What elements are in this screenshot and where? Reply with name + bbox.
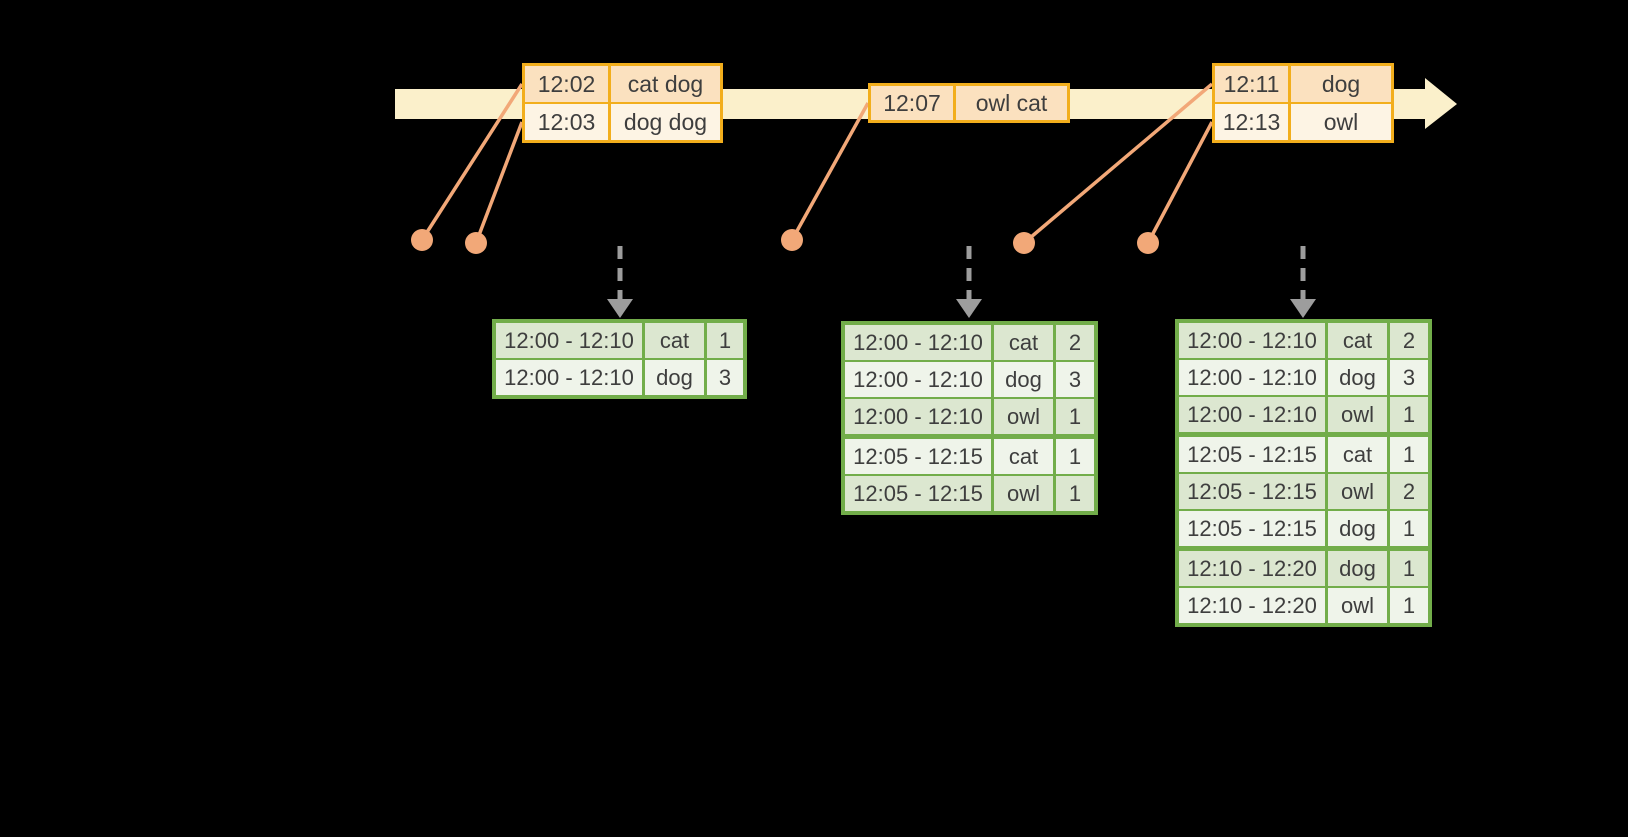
result-window-cell: 12:00 - 12:10: [1187, 365, 1317, 390]
event-row: 12:02 cat dog: [525, 66, 720, 102]
result-word-cell: dog: [1325, 511, 1387, 546]
trigger-arrowheads: [607, 299, 1316, 318]
result-count-cell: 2: [1387, 474, 1428, 509]
event-words-cell: dog dog: [608, 104, 720, 140]
event-words-cell: dog: [1288, 66, 1391, 102]
event-row: 12:03 dog dog: [525, 102, 720, 140]
result-window-cell: 12:00 - 12:10: [853, 367, 983, 392]
event-connector-lines: [420, 82, 1214, 245]
result-count-cell: 1: [704, 323, 743, 358]
result-word-cell: owl: [1325, 397, 1387, 432]
result-word-cell: owl: [1325, 474, 1387, 509]
result-word-cell: dog: [1325, 360, 1387, 395]
result-window-cell: 12:00 - 12:10: [853, 330, 983, 355]
event-time-cell: 12:13: [1222, 109, 1281, 135]
result-word-cell: cat: [1325, 437, 1387, 472]
connector-line-1213: [1146, 121, 1214, 244]
result-window-cell: 12:05 - 12:15: [1187, 442, 1317, 467]
event-row: 12:13 owl: [1215, 102, 1391, 140]
result-count-cell: 3: [1387, 360, 1428, 395]
result-count-cell: 1: [1387, 551, 1428, 586]
result-word-cell: cat: [642, 323, 704, 358]
result-word-cell: dog: [991, 362, 1053, 397]
event-row: 12:11 dog: [1215, 66, 1391, 102]
result-count-cell: 2: [1387, 323, 1428, 358]
result-word-cell: dog: [1325, 551, 1387, 586]
result-count-cell: 1: [1387, 397, 1428, 432]
result-count-cell: 1: [1387, 511, 1428, 546]
event-time-cell: 12:07: [883, 90, 941, 116]
result-word-cell: owl: [991, 476, 1053, 511]
result-count-cell: 2: [1053, 325, 1094, 360]
result-count-cell: 1: [1053, 476, 1094, 511]
event-dots: [411, 229, 1159, 254]
event-time-cell: 12:11: [1223, 71, 1280, 97]
result-word-cell: owl: [1325, 588, 1387, 623]
result-window-cell: 12:10 - 12:20: [1187, 593, 1317, 618]
event-words-cell: cat dog: [608, 66, 720, 102]
result-count-cell: 1: [1387, 437, 1428, 472]
event-words-cell: owl: [1288, 104, 1391, 140]
result-word-cell: cat: [1325, 323, 1387, 358]
result-window-cell: 12:05 - 12:15: [853, 444, 983, 469]
result-count-cell: 3: [1053, 362, 1094, 397]
result-word-cell: owl: [991, 399, 1053, 434]
result-word-cell: dog: [642, 360, 704, 395]
result-word-cell: cat: [991, 325, 1053, 360]
event-dot-1202-icon: [411, 229, 433, 251]
trigger-arrowhead-1-icon: [607, 299, 633, 318]
connector-line-1207: [790, 102, 870, 241]
result-count-cell: 1: [1387, 588, 1428, 623]
event-dot-1211-icon: [1013, 232, 1035, 254]
event-table-1211-1213: 12:11 dog 12:13 owl: [1212, 63, 1394, 143]
result-count-cell: 1: [1053, 399, 1094, 434]
event-dot-1213-icon: [1137, 232, 1159, 254]
event-time-cell: 12:03: [537, 109, 596, 135]
result-window-cell: 12:00 - 12:10: [853, 404, 983, 429]
result-window-cell: 12:05 - 12:15: [853, 481, 983, 506]
connector-line-1202: [420, 83, 524, 241]
connector-line-1211: [1022, 82, 1214, 245]
result-window-cell: 12:00 - 12:10: [504, 365, 634, 390]
timeline-arrowhead-icon: [1425, 78, 1457, 129]
result-window-cell: 12:00 - 12:10: [1187, 328, 1317, 353]
event-row: 12:07 owl cat: [871, 86, 1067, 120]
result-count-cell: 1: [1053, 439, 1094, 474]
event-table-1202-1203: 12:02 cat dog 12:03 dog dog: [522, 63, 723, 143]
event-dot-1203-icon: [465, 232, 487, 254]
result-window-cell: 12:00 - 12:10: [1187, 402, 1317, 427]
event-words-cell: owl cat: [953, 86, 1067, 120]
event-table-1207: 12:07 owl cat: [868, 83, 1070, 123]
result-window-cell: 12:10 - 12:20: [1187, 556, 1317, 581]
event-dot-1207-icon: [781, 229, 803, 251]
result-window-cell: 12:00 - 12:10: [504, 328, 634, 353]
result-window-cell: 12:05 - 12:15: [1187, 479, 1317, 504]
trigger-arrowhead-3-icon: [1290, 299, 1316, 318]
connector-line-1203: [474, 121, 524, 244]
result-word-cell: cat: [991, 439, 1053, 474]
trigger-arrows: [617, 246, 1306, 300]
result-window-cell: 12:05 - 12:15: [1187, 516, 1317, 541]
event-time-cell: 12:02: [537, 71, 596, 97]
result-count-cell: 3: [704, 360, 743, 395]
trigger-arrowhead-2-icon: [956, 299, 982, 318]
